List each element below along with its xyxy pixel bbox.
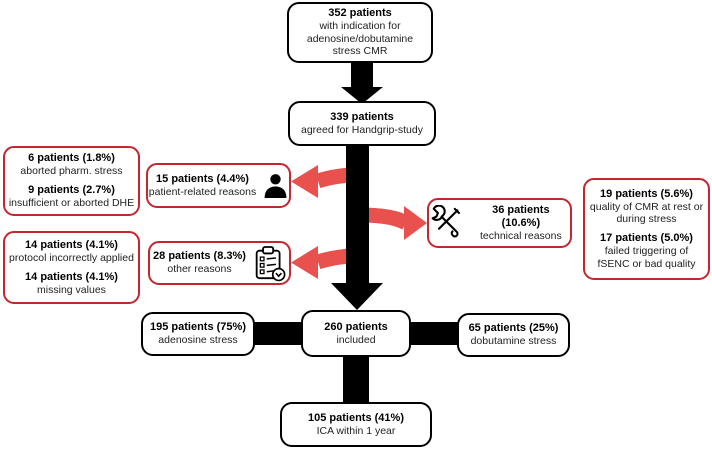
node-patient-reasons: 15 patients (4.4%) patient-related reaso… <box>146 163 291 208</box>
exclusion-entry-desc: failed triggering of fSENC or bad qualit… <box>597 245 696 270</box>
exclusion-arrow-technical-reasons <box>366 206 427 240</box>
connector-start-agreed <box>351 61 373 89</box>
node-start-title: 352 patients <box>328 7 392 20</box>
exclusion-entry-title: 9 patients (2.7%) <box>28 184 115 196</box>
node-dobutamine-title: 65 patients (25%) <box>468 322 559 335</box>
other-reasons-desc: other reasons <box>167 263 232 276</box>
connector-included-ica <box>343 355 369 403</box>
node-other-reasons: 28 patients (8.3%) other reasons <box>148 241 291 285</box>
arrowhead-main-vertical <box>331 283 383 310</box>
node-dobutamine: 65 patients (25%) dobutamine stress <box>457 313 570 357</box>
node-ica-line: ICA within 1 year <box>316 424 396 437</box>
exclusion-entry-title: 6 patients (1.8%) <box>28 152 115 165</box>
node-exclusion-left-top: 6 patients (1.8%) aborted pharm. stress … <box>3 146 140 216</box>
person-icon <box>264 174 287 198</box>
exclusion-entry-desc: insufficient or aborted DHE <box>8 197 135 210</box>
node-start-line: adenosine/dobutamine <box>306 32 414 45</box>
node-dobutamine-line: dobutamine stress <box>470 335 557 348</box>
node-agreed-line: agreed for Handgrip-study <box>301 123 423 136</box>
node-included-line: included <box>336 333 376 346</box>
node-adenosine-line: adenosine stress <box>158 334 238 347</box>
arrowhead-start-agreed <box>341 87 383 104</box>
exclusion-entry-desc: aborted pharm. stress <box>20 165 123 178</box>
node-adenosine-title: 195 patients (75%) <box>150 321 246 334</box>
node-start-line: with indication for <box>319 20 401 33</box>
node-technical-reasons: 36 patients (10.6%) technical reasons <box>427 198 572 248</box>
connector-included-dobutamine <box>408 322 459 345</box>
node-start: 352 patients with indication for adenosi… <box>287 2 433 63</box>
patient-reasons-desc: patient-related reasons <box>148 185 257 198</box>
exclusion-entry-desc: missing values <box>37 283 106 296</box>
connector-main-vertical <box>346 144 369 285</box>
technical-reasons-title: 36 patients (10.6%) <box>492 203 550 229</box>
node-start-line: stress CMR <box>332 45 388 58</box>
node-agreed: 339 patients agreed for Handgrip-study <box>288 101 436 146</box>
node-agreed-title: 339 patients <box>330 110 394 123</box>
exclusion-entry-title: 14 patients (4.1%) <box>25 270 118 283</box>
exclusion-entry-title: 17 patients (5.0%) <box>600 232 693 244</box>
clipboard-checklist-icon <box>255 245 286 281</box>
exclusion-entry-title: 19 patients (5.6%) <box>600 187 693 200</box>
connector-included-adenosine <box>253 322 303 345</box>
technical-reasons-desc: technical reasons <box>480 229 562 242</box>
patient-reasons-title: 15 patients (4.4%) <box>156 172 249 185</box>
other-reasons-title: 28 patients (8.3%) <box>153 250 246 263</box>
exclusion-entry-desc: quality of CMR at rest or during stress <box>589 200 704 226</box>
node-exclusion-right: 19 patients (5.6%) quality of CMR at res… <box>583 178 710 280</box>
node-exclusion-left-bottom: 14 patients (4.1%) protocol incorrectly … <box>3 231 140 304</box>
node-adenosine: 195 patients (75%) adenosine stress <box>141 312 255 356</box>
exclusion-entry-desc: protocol incorrectly applied <box>9 251 134 264</box>
tools-icon <box>431 205 460 238</box>
exclusion-entry-title: 14 patients (4.1%) <box>25 238 118 251</box>
node-ica-title: 105 patients (41%) <box>308 411 404 424</box>
node-included: 260 patients included <box>301 310 411 357</box>
node-ica: 105 patients (41%) ICA within 1 year <box>280 402 432 447</box>
node-included-title: 260 patients <box>324 320 388 333</box>
